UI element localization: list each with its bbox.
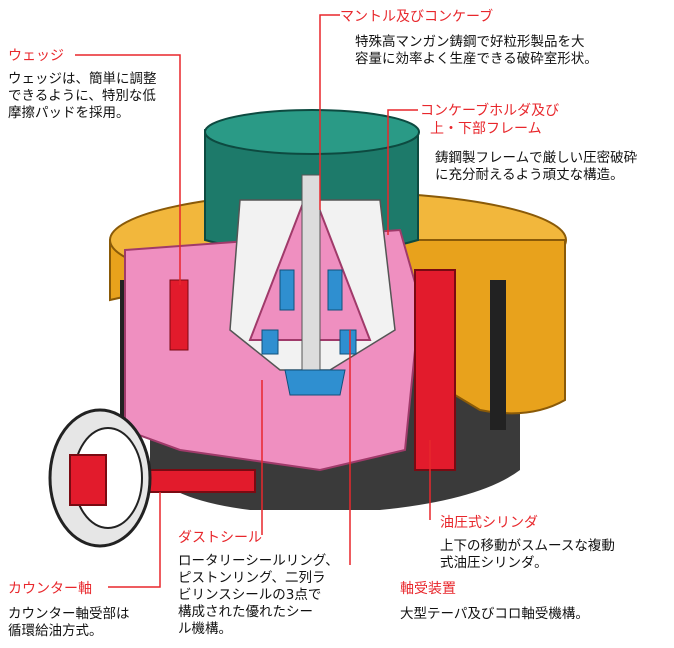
countershaft-label: カウンター軸 <box>8 581 92 597</box>
dustseal-line-2: ピストンリング、二列ラ <box>178 570 326 586</box>
dustseal-line-3: ビリンスシールの3点で <box>178 587 322 603</box>
cylinder-label: 油圧式シリンダ <box>440 515 538 531</box>
wedge-part <box>169 279 189 351</box>
cylinder-line-2: 式油圧シリンダ。 <box>440 555 548 571</box>
wedge-line-1: ウェッジは、簡単に調整 <box>8 71 157 87</box>
mantle-line-2: 容量に効率よく生産できる破砕室形状。 <box>355 51 598 67</box>
bearing-line-1: 大型テーパ及びコロ軸受機構。 <box>400 606 589 622</box>
leader-wedge <box>75 54 181 285</box>
leader-holder <box>387 109 418 235</box>
hydraulic-cylinder <box>414 269 456 471</box>
holder-description: 鋳鋼製フレームで厳しい圧密破砕 に充分耐えるよう頑丈な構造。 <box>435 150 637 184</box>
main-shaft <box>301 174 321 386</box>
holder-line-1: 鋳鋼製フレームで厳しい圧密破砕 <box>435 150 638 166</box>
wedge-description: ウェッジは、簡単に調整 できるように、特別な低 摩擦パッドを採用。 <box>8 71 157 122</box>
pulley-grip <box>69 454 107 506</box>
right-cylinder-rod <box>490 280 506 430</box>
cylinder-description: 上下の移動がスムースな複動 式油圧シリンダ。 <box>440 538 615 572</box>
dustseal-line-1: ロータリーシールリング、 <box>178 553 339 569</box>
dustseal-line-5: ル機構。 <box>178 621 232 637</box>
dustseal-description: ロータリーシールリング、 ピストンリング、二列ラ ビリンスシールの3点で 構成さ… <box>178 553 339 638</box>
dustseal-label: ダストシール <box>178 530 262 546</box>
wedge-line-3: 摩擦パッドを採用。 <box>8 105 130 121</box>
holder-label-line2: 上・下部フレーム <box>430 121 542 137</box>
mantle-description: 特殊高マンガン鋳鋼で好粒形製品を大 容量に効率よく生産できる破砕室形状。 <box>355 34 598 68</box>
wedge-label: ウェッジ <box>8 48 64 64</box>
countershaft-description: カウンター軸受部は 循環給油方式。 <box>8 606 130 640</box>
countershaft-line-2: 循環給油方式。 <box>8 623 103 639</box>
bearing-lower-right <box>339 329 357 355</box>
leader-mantle <box>319 14 340 210</box>
bevel-gear <box>284 369 346 396</box>
dustseal-line-4: 構成された優れたシー <box>178 604 313 620</box>
hopper-rim <box>204 109 420 155</box>
bearing-label: 軸受装置 <box>400 581 456 597</box>
bearing-left <box>279 269 295 311</box>
holder-label-line1: コンケーブホルダ及び <box>420 103 560 119</box>
cylinder-line-1: 上下の移動がスムースな複動 <box>440 538 615 554</box>
bearing-right <box>327 269 343 311</box>
leader-countershaft <box>108 492 161 588</box>
bearing-description: 大型テーパ及びコロ軸受機構。 <box>400 606 589 623</box>
mantle-line-1: 特殊高マンガン鋳鋼で好粒形製品を大 <box>355 34 585 50</box>
bearing-lower-left <box>261 329 279 355</box>
mantle-label: マントル及びコンケーブ <box>340 9 494 25</box>
wedge-line-2: できるように、特別な低 <box>8 88 156 104</box>
holder-line-2: に充分耐えるよう頑丈な構造。 <box>435 167 624 183</box>
countershaft-line-1: カウンター軸受部は <box>8 606 130 622</box>
